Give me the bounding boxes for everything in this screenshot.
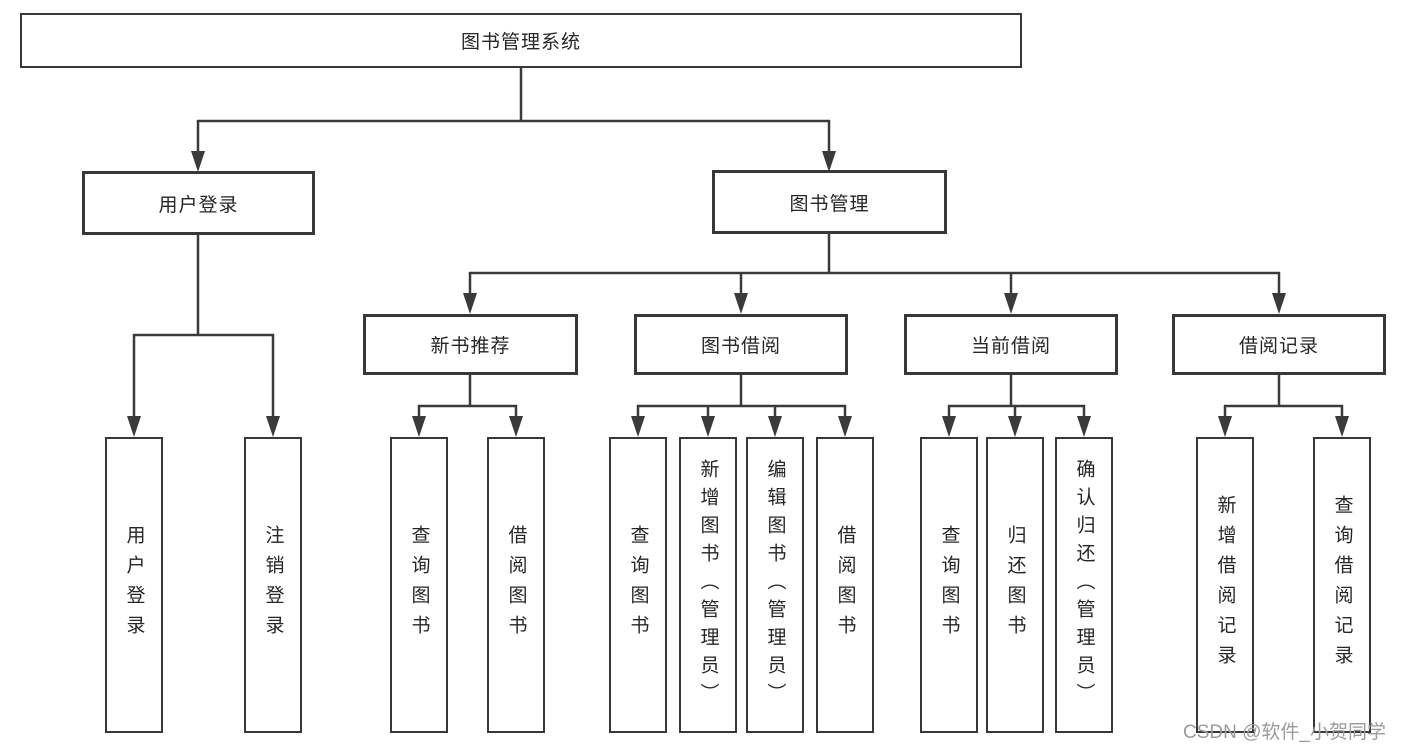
node-user-login: 用户登录 <box>82 171 315 235</box>
node-book-management-label: 图书管理 <box>789 193 870 215</box>
leaf-borrow-books-recommend-label: 借阅图书 <box>505 525 527 645</box>
leaf-return-books: 归还图书 <box>986 437 1044 733</box>
leaf-query-books-borrow: 查询图书 <box>609 437 667 733</box>
leaf-query-books-current: 查询图书 <box>920 437 978 733</box>
node-borrowing-records: 借阅记录 <box>1172 314 1386 375</box>
leaf-borrow-books-label: 借阅图书 <box>834 525 856 645</box>
leaf-query-books-recommend: 查询图书 <box>390 437 448 733</box>
node-new-book-recommendation-label: 新书推荐 <box>430 336 511 357</box>
node-root-label: 图书管理系统 <box>460 32 581 53</box>
leaf-user-login-label: 用户登录 <box>123 525 145 645</box>
node-current-borrowing: 当前借阅 <box>904 314 1118 375</box>
leaf-query-borrow-record: 查询借阅记录 <box>1313 437 1371 733</box>
leaf-query-books-recommend-label: 查询图书 <box>408 525 430 645</box>
leaf-user-login: 用户登录 <box>105 437 163 733</box>
leaf-edit-book-admin: 编辑图书（管理员） <box>746 437 804 733</box>
leaf-edit-book-admin-label: 编辑图书（管理员） <box>764 459 786 711</box>
node-current-borrowing-label: 当前借阅 <box>970 336 1051 357</box>
node-user-login-label: 用户登录 <box>158 194 239 216</box>
node-book-borrowing: 图书借阅 <box>634 314 848 375</box>
leaf-return-books-label: 归还图书 <box>1004 525 1026 645</box>
node-book-management: 图书管理 <box>712 170 947 234</box>
leaf-query-books-borrow-label: 查询图书 <box>627 525 649 645</box>
leaf-add-book-admin: 新增图书（管理员） <box>679 437 737 733</box>
node-borrowing-records-label: 借阅记录 <box>1238 336 1319 357</box>
leaf-borrow-books: 借阅图书 <box>816 437 874 733</box>
leaf-query-borrow-record-label: 查询借阅记录 <box>1331 495 1353 675</box>
node-book-borrowing-label: 图书借阅 <box>700 336 781 357</box>
leaf-confirm-return-admin-label: 确认归还（管理员） <box>1073 459 1095 711</box>
node-new-book-recommendation: 新书推荐 <box>363 314 578 375</box>
leaf-query-books-current-label: 查询图书 <box>938 525 960 645</box>
leaf-add-borrow-record: 新增借阅记录 <box>1196 437 1254 733</box>
leaf-borrow-books-recommend: 借阅图书 <box>487 437 545 733</box>
leaf-logout-label: 注销登录 <box>262 525 284 645</box>
leaf-add-borrow-record-label: 新增借阅记录 <box>1214 495 1236 675</box>
leaf-logout: 注销登录 <box>244 437 302 733</box>
leaf-confirm-return-admin: 确认归还（管理员） <box>1055 437 1113 733</box>
csdn-watermark: CSDN @软件_小贺同学 <box>1183 722 1386 743</box>
node-root: 图书管理系统 <box>20 13 1022 68</box>
leaf-add-book-admin-label: 新增图书（管理员） <box>697 459 719 711</box>
